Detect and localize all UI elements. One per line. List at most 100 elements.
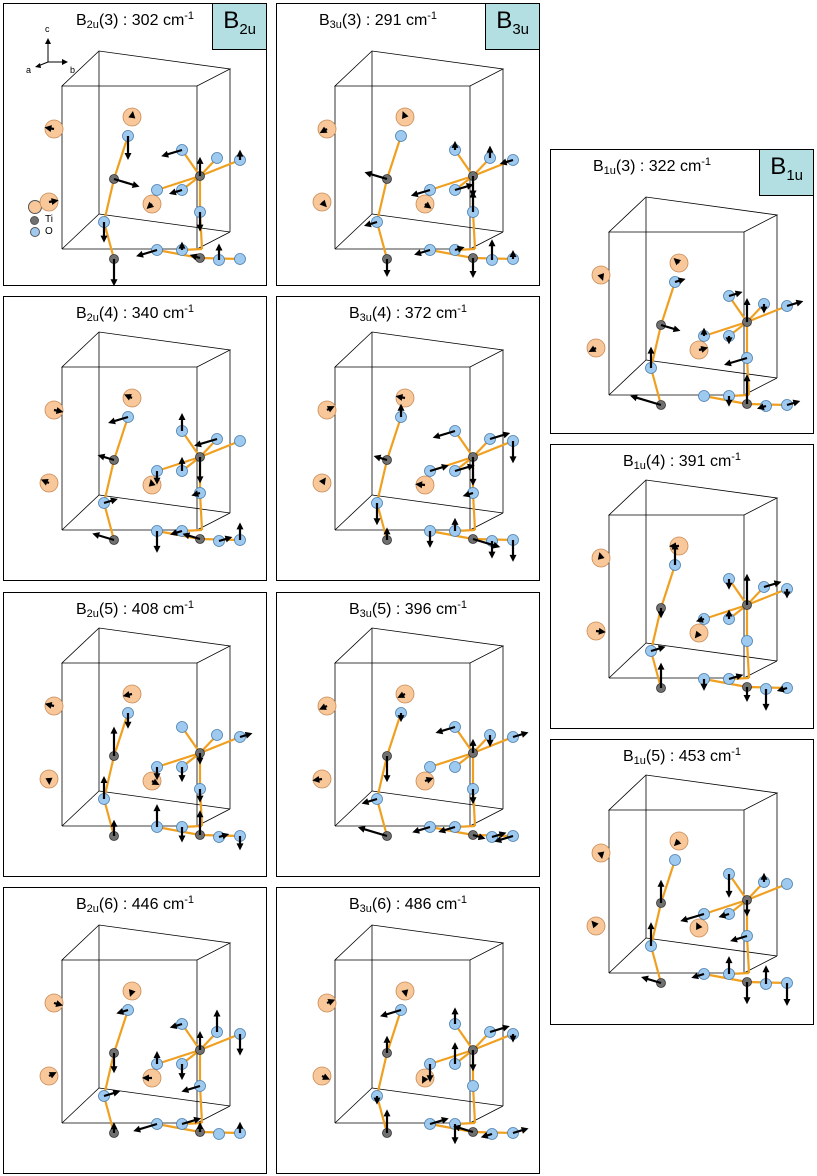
panel-title: B2u(6) : 446 cm-1 — [75, 894, 195, 915]
arrowhead — [215, 243, 223, 251]
arrowhead — [657, 662, 665, 670]
bond — [703, 603, 748, 621]
arrowhead — [469, 190, 477, 198]
arrowhead — [148, 479, 156, 487]
bond — [746, 587, 788, 607]
bond — [472, 439, 514, 459]
arrowhead — [161, 150, 169, 158]
arrowhead — [509, 554, 517, 562]
arrowhead — [671, 542, 679, 550]
arrowhead — [178, 456, 186, 464]
oxygen-atom — [669, 854, 681, 866]
arrowhead — [196, 1121, 204, 1129]
arrowhead — [178, 1073, 186, 1081]
arrowhead — [725, 956, 733, 964]
cell-edge — [333, 627, 505, 664]
bond — [385, 1009, 403, 1054]
arrowhead — [326, 406, 335, 413]
oxygen-atom — [424, 761, 436, 773]
arrowhead — [383, 1109, 391, 1117]
bond — [156, 174, 201, 192]
arrowhead — [124, 394, 132, 401]
arrowhead — [597, 552, 605, 560]
arrowhead — [423, 201, 432, 209]
bond — [746, 304, 788, 324]
arrowhead — [462, 490, 471, 498]
displacement-arrow — [197, 437, 218, 446]
arrowhead — [438, 826, 446, 834]
arrowhead — [725, 890, 733, 898]
arrowhead — [383, 1035, 391, 1043]
arrowhead — [319, 703, 327, 710]
arrowhead — [691, 972, 699, 980]
arrowhead — [597, 851, 605, 859]
bond — [375, 459, 389, 504]
displacement-arrow — [683, 912, 705, 922]
arrowhead — [451, 140, 459, 148]
arrowhead — [361, 798, 370, 805]
arrowhead — [51, 198, 59, 205]
arrowhead — [502, 1024, 510, 1032]
cell-edge — [60, 627, 232, 664]
arrowhead — [397, 715, 405, 723]
panel-title: B3u(4) : 372 cm-1 — [348, 303, 468, 324]
bond — [112, 135, 130, 180]
arrowhead — [44, 125, 52, 132]
bond — [112, 712, 130, 757]
bond — [112, 1009, 130, 1054]
arrowhead — [432, 432, 441, 440]
arrowhead — [100, 235, 108, 243]
arrowhead — [178, 775, 186, 783]
arrowhead — [735, 673, 744, 681]
arrowhead — [792, 399, 801, 407]
unit-cell-diagram — [586, 196, 804, 412]
arrowhead — [319, 126, 328, 134]
arrowhead — [357, 825, 366, 833]
bond — [659, 564, 677, 609]
arrowhead — [153, 773, 161, 781]
oxygen-atom — [467, 1080, 479, 1092]
arrowhead — [469, 478, 477, 486]
cell-edge — [333, 331, 505, 368]
symmetry-badge-b2u: B2u — [212, 3, 267, 50]
cell-edge — [607, 774, 779, 811]
arrowhead — [435, 727, 444, 735]
bond — [375, 221, 389, 260]
arrowhead — [213, 1009, 221, 1017]
axes-arrows: c a b — [26, 24, 75, 75]
arrowhead — [456, 245, 465, 253]
arrowhead — [191, 490, 200, 497]
arrowhead — [312, 775, 320, 783]
displacement-arrow — [95, 533, 115, 542]
arrowhead — [397, 403, 405, 411]
arrowhead — [124, 152, 132, 160]
arrowhead — [657, 611, 665, 619]
legend-o: O — [28, 226, 53, 238]
arrowhead — [425, 777, 434, 784]
cell-edge — [60, 50, 232, 87]
arrowhead — [734, 290, 743, 298]
panel-title: B2u(5) : 408 cm-1 — [75, 599, 195, 620]
arrowhead — [383, 270, 391, 278]
cell-group — [586, 774, 793, 1007]
arrowhead — [178, 413, 186, 421]
symmetry-badge-b3u: B3u — [485, 3, 540, 50]
arrowhead — [124, 721, 132, 729]
arrowhead — [499, 158, 508, 166]
arrowhead — [169, 1022, 178, 1030]
panel-title: B2u(4) : 340 cm-1 — [75, 303, 195, 324]
panel-b1u-3: B1u(3) : 322 cm-1 B1u — [550, 149, 814, 434]
arrowhead — [677, 277, 686, 285]
bond — [385, 135, 403, 180]
oxygen-atom — [507, 830, 519, 842]
bond — [649, 367, 663, 406]
arrowhead — [383, 775, 391, 783]
arrowhead — [718, 911, 727, 919]
arrowhead — [236, 1121, 244, 1129]
arrowhead — [725, 337, 733, 345]
cell-edge — [61, 790, 100, 827]
cell-edge — [98, 790, 231, 810]
bond — [375, 1052, 389, 1097]
arrowhead — [426, 540, 434, 548]
cell-group — [39, 50, 246, 287]
